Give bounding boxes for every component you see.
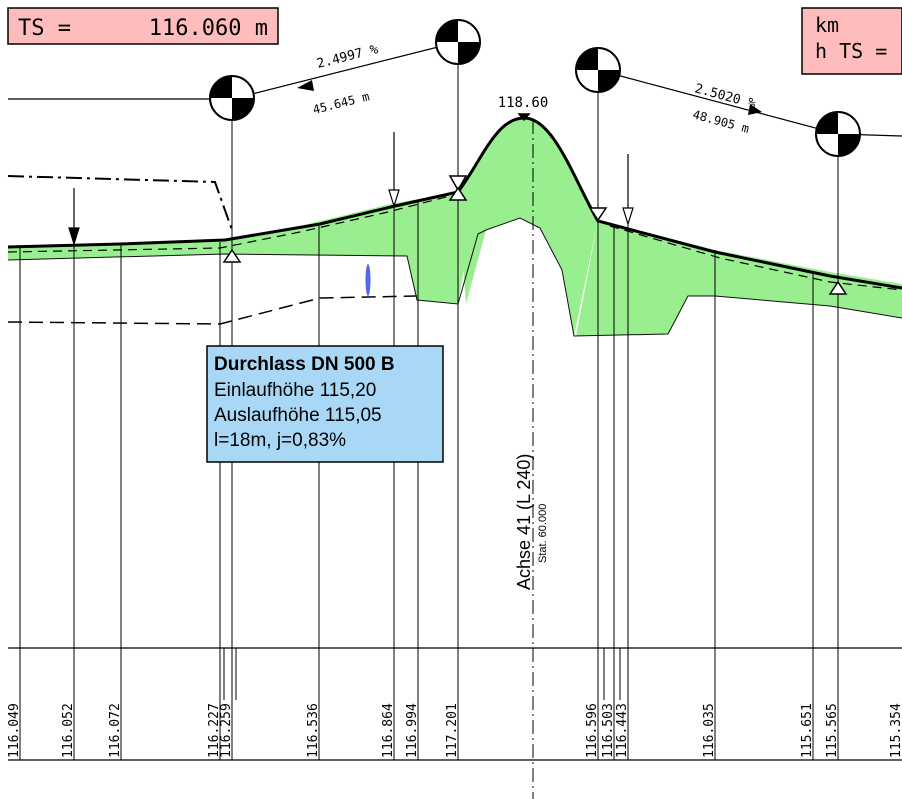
dash-dot-line [7, 175, 233, 231]
slope-line-left [231, 41, 459, 100]
triangle-markers [222, 113, 848, 295]
culvert-inlet: Einlaufhöhe 115,20 [214, 380, 376, 401]
slope-right-percent: 2.5020 % [693, 81, 758, 112]
culvert-info-box [206, 345, 444, 463]
elevation-label: 116.596 [585, 703, 600, 758]
slope-arrow-left [297, 80, 314, 91]
slope-left-length: 45.645 m [311, 89, 370, 117]
culvert-outlet: Auslaufhöhe 115,05 [214, 405, 382, 426]
km-label: km [815, 13, 839, 37]
h-ts-label: h TS = [815, 39, 887, 63]
elevation-label: 116.536 [306, 703, 321, 758]
fill-area-right [576, 220, 902, 336]
elevation-label: 116.072 [108, 703, 123, 758]
slope-right-length: 48.905 m [691, 107, 750, 135]
elevation-label: 116.503 [601, 703, 616, 758]
elevation-label: 115.651 [800, 703, 815, 758]
grade-arrows [68, 132, 634, 247]
elevation-label: 116.049 [7, 703, 22, 758]
elevation-label: 116.227 [207, 703, 222, 758]
elevation-label: 116.052 [61, 703, 76, 758]
header-box-right [801, 7, 902, 75]
survey-point-2 [435, 19, 481, 65]
existing-ground-dashed-right [609, 225, 902, 291]
axis-name-label: Achse 41 (L 240) [514, 454, 534, 590]
elevation-label: 116.443 [615, 703, 630, 758]
ts-label: TS = [18, 16, 71, 41]
existing-ground-dashed-lower [7, 295, 418, 325]
culvert-title: Durchlass DN 500 B [214, 354, 395, 375]
survey-point-4 [815, 111, 861, 157]
elevation-label: 117.201 [445, 703, 460, 758]
elevation-label: 115.354 [889, 703, 902, 758]
elevation-label: 116.259 [219, 703, 234, 758]
peak-elevation-label: 118.60 [498, 95, 549, 111]
culvert-length-slope: l=18m, j=0,83% [214, 430, 346, 451]
slope-arrow-right [748, 104, 762, 115]
existing-ground-dashed-upper [7, 195, 451, 253]
fill-area-mound [458, 118, 598, 336]
survey-point-3 [575, 47, 621, 93]
fill-outline [7, 217, 902, 337]
label-band-ticks [223, 648, 621, 700]
survey-point-1 [209, 75, 255, 121]
slope-line-right [597, 69, 839, 135]
elevation-label: 116.864 [381, 703, 396, 758]
header-box-left [7, 7, 279, 45]
elevation-label: 115.565 [825, 703, 840, 758]
axis-station-label: Stat. 60.000 [537, 504, 549, 563]
ts-value: 116.060 m [149, 16, 268, 41]
elevation-label: 116.035 [702, 703, 717, 758]
culvert-marker [365, 264, 371, 296]
slope-left-percent: 2.4997 % [315, 42, 380, 72]
elevation-label: 116.994 [405, 703, 420, 758]
